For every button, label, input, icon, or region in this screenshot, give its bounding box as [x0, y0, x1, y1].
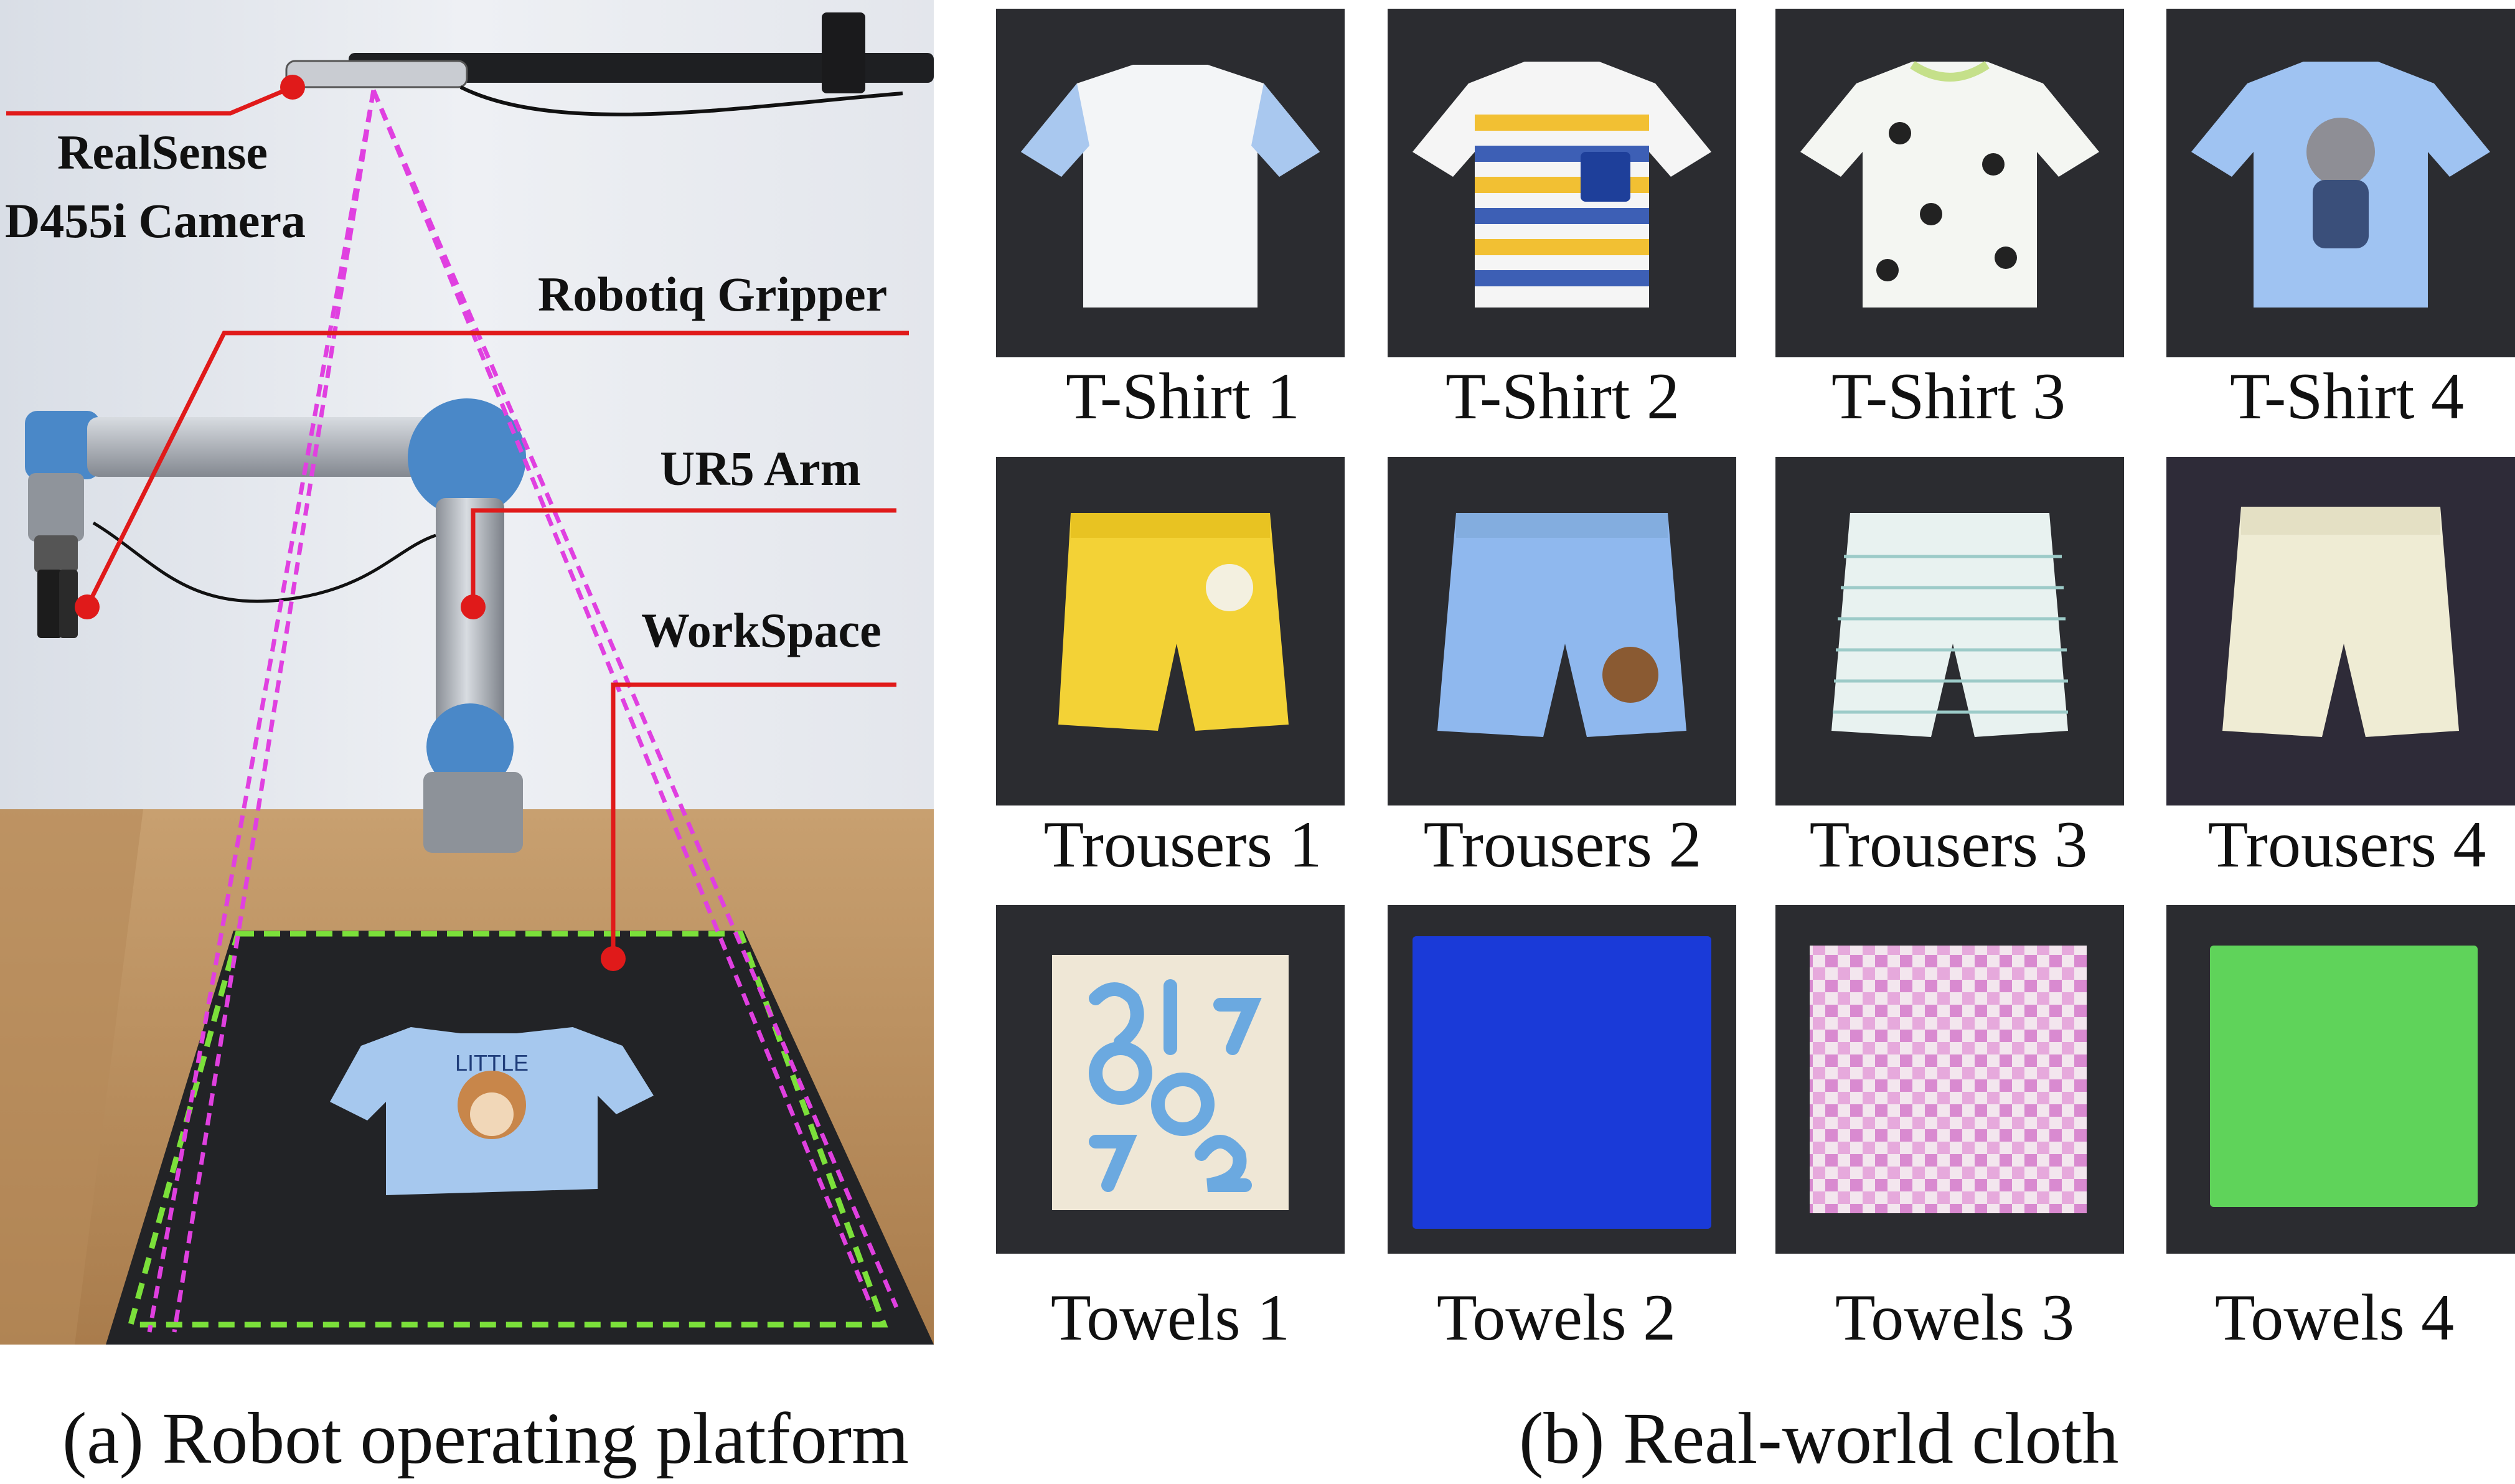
cloth-label-trousers-1: Trousers 1 — [1043, 808, 1322, 881]
cloth-image-towels-3 — [1775, 905, 2124, 1254]
cloth-label-tshirt-3: T-Shirt 3 — [1831, 360, 2066, 433]
cloth-label-tshirt-1: T-Shirt 1 — [1066, 360, 1300, 433]
camera-boom — [349, 53, 934, 83]
label-ur5-arm: UR5 Arm — [660, 441, 861, 495]
cloth-label-towels-2: Towels 2 — [1436, 1281, 1676, 1354]
realsense-camera — [285, 60, 468, 88]
ur5-arm — [25, 398, 526, 853]
svg-text:LITTLE: LITTLE — [455, 1050, 529, 1076]
cloth-image-trousers-1 — [996, 457, 1345, 805]
cloth-image-tshirt-4 — [2166, 9, 2515, 357]
caption-panel-a: (a) Robot operating platform — [62, 1397, 909, 1479]
cloth-label-tshirt-2: T-Shirt 2 — [1446, 360, 1680, 433]
table-front-shadow — [0, 809, 143, 1345]
cloth-image-tshirt-3 — [1775, 9, 2124, 357]
cloth-label-trousers-4: Trousers 4 — [2207, 808, 2486, 881]
cloth-label-tshirt-4: T-Shirt 4 — [2230, 360, 2464, 433]
cloth-label-towels-3: Towels 3 — [1835, 1281, 2075, 1354]
cloth-image-tshirt-1 — [996, 9, 1345, 357]
cloth-image-trousers-4 — [2166, 457, 2515, 805]
label-realsense-line1: RealSense — [57, 125, 268, 179]
label-workspace: WorkSpace — [641, 603, 881, 657]
annotation-dots — [75, 75, 626, 971]
caption-panel-b: (b) Real-world cloth — [1519, 1397, 2119, 1479]
tshirt-on-workspace: LITTLE — [330, 1027, 654, 1195]
camera-cable — [459, 85, 903, 116]
cloth-image-tshirt-2 — [1388, 9, 1736, 357]
cloth-image-towels-2 — [1388, 905, 1736, 1254]
label-robotiq-gripper: Robotiq Gripper — [538, 267, 888, 321]
cloth-image-trousers-3 — [1775, 457, 2124, 805]
annotation-lines — [6, 85, 909, 959]
cloth-image-towels-1 — [996, 905, 1345, 1254]
boom-clamp — [822, 12, 865, 93]
cloth-label-towels-1: Towels 1 — [1050, 1281, 1290, 1354]
robot-platform-photo: LITTLE — [0, 0, 934, 1345]
cloth-label-trousers-2: Trousers 2 — [1423, 808, 1702, 881]
camera-frustum — [147, 89, 899, 1333]
cloth-label-trousers-3: Trousers 3 — [1809, 808, 2088, 881]
cloth-image-trousers-2 — [1388, 457, 1736, 805]
label-realsense-line2: D455i Camera — [5, 194, 306, 248]
cloth-image-towels-4 — [2166, 905, 2515, 1254]
workspace-boundary — [127, 931, 888, 1328]
cloth-label-towels-4: Towels 4 — [2214, 1281, 2455, 1354]
